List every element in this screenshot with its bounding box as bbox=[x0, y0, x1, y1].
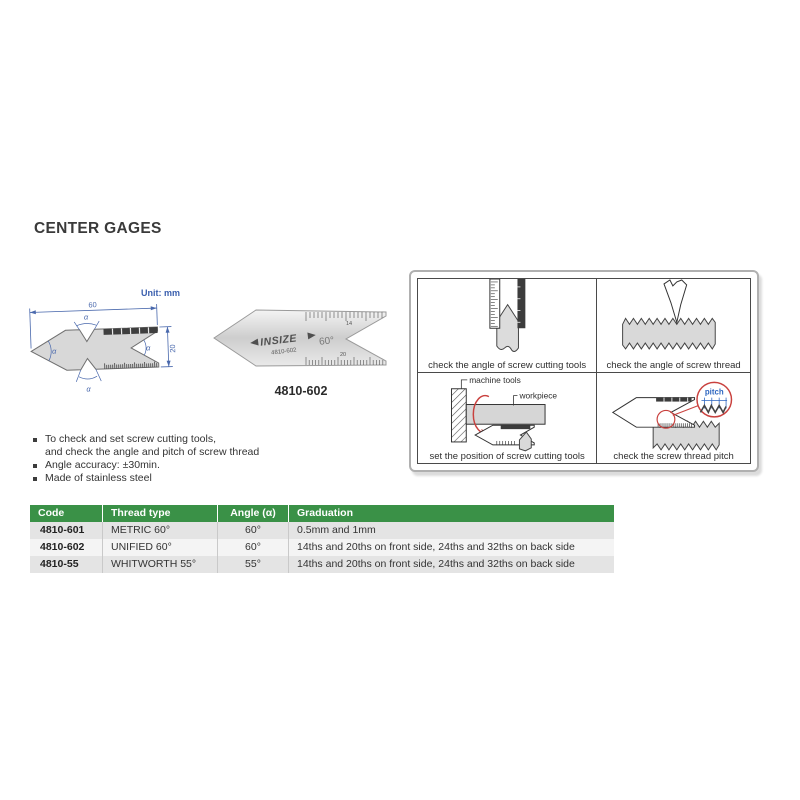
usage-cell-cutting-tool-angle: check the angle of screw cutting tools bbox=[418, 279, 598, 373]
machine-tools-label: machine tools bbox=[469, 375, 521, 385]
header-angle: Angle (α) bbox=[218, 505, 289, 522]
feature-item: To check and set screw cutting tools, bbox=[33, 433, 259, 446]
threaded-rod bbox=[622, 317, 716, 350]
blade-ticks bbox=[490, 281, 498, 327]
graduation-comb bbox=[104, 361, 158, 369]
magnifier-leader bbox=[672, 405, 699, 416]
usage-grid: check the angle of screw cutting tools c… bbox=[417, 278, 751, 464]
alpha-right: α bbox=[146, 343, 151, 352]
header-code: Code bbox=[30, 505, 103, 522]
feature-text: To check and set screw cutting tools, bbox=[45, 433, 216, 445]
dim-width-value: 60 bbox=[88, 300, 97, 309]
gage-strip bbox=[656, 397, 692, 402]
gage-body-outline bbox=[30, 326, 160, 371]
engraved-angle: 60° bbox=[319, 335, 335, 348]
usage-caption-2: check the angle of screw thread bbox=[606, 360, 741, 371]
unit-label: Unit: mm bbox=[141, 288, 180, 298]
cell-thread-type: WHITWORTH 55° bbox=[103, 556, 218, 573]
bullet-icon bbox=[33, 438, 37, 442]
cell-angle: 60° bbox=[218, 522, 289, 539]
photo-bottom-scale bbox=[305, 357, 384, 365]
cutting-tool-small bbox=[518, 431, 532, 452]
page-title: CENTER GAGES bbox=[34, 220, 162, 237]
cell-angle: 55° bbox=[218, 556, 289, 573]
feature-list: To check and set screw cutting tools, an… bbox=[33, 433, 259, 485]
usage-cell-thread-angle: check the angle of screw thread bbox=[597, 279, 750, 373]
feature-item: Angle accuracy: ±30min. bbox=[33, 459, 259, 472]
brand-text: INSIZE bbox=[260, 332, 299, 348]
workpiece-label: workpiece bbox=[518, 391, 557, 401]
gage-blade-left bbox=[489, 279, 501, 329]
technical-drawing: 60 20 α α α α bbox=[29, 300, 177, 394]
cell-code: 4810-602 bbox=[30, 539, 103, 556]
cell-graduation: 14ths and 20ths on front side, 24ths and… bbox=[297, 541, 575, 553]
alpha-top: α bbox=[84, 312, 89, 321]
machine-tool-block bbox=[450, 388, 467, 443]
dim-height-value: 20 bbox=[168, 344, 177, 353]
graduation-strip bbox=[103, 327, 158, 335]
blade-right-ticks bbox=[517, 286, 521, 323]
feature-text-continued: and check the angle and pitch of screw t… bbox=[45, 446, 260, 458]
feature-text: Angle accuracy: ±30min. bbox=[45, 459, 160, 471]
machine-tools-leader bbox=[460, 379, 468, 389]
feature-item: Made of stainless steel bbox=[33, 472, 259, 485]
cell-graduation: 0.5mm and 1mm bbox=[297, 524, 376, 536]
workpiece-leader bbox=[513, 395, 518, 406]
illustration-set-position: machine tools workpiece bbox=[450, 375, 557, 452]
scale-number-top: 14 bbox=[346, 321, 352, 327]
alpha-left: α bbox=[52, 347, 57, 356]
workpiece-bar bbox=[465, 404, 546, 425]
usage-cell-set-position: machine tools workpiece bbox=[418, 373, 598, 463]
cell-thread-type: UNIFIED 60° bbox=[103, 539, 218, 556]
usage-caption-4: check the screw thread pitch bbox=[613, 451, 734, 462]
table-row: 4810-602 UNIFIED 60° 60° 14ths and 20ths… bbox=[30, 539, 614, 556]
small-gage-strip bbox=[500, 425, 531, 430]
bullet-icon bbox=[33, 464, 37, 468]
gage-profile bbox=[612, 397, 696, 428]
spec-table: Code Thread type Angle (α) Graduation 48… bbox=[30, 505, 614, 573]
dimension-width bbox=[29, 304, 158, 349]
cell-angle: 60° bbox=[218, 539, 289, 556]
alpha-bottom: α bbox=[86, 384, 91, 393]
small-gage-comb bbox=[496, 440, 515, 445]
table-row: 4810-601 METRIC 60° 60° 0.5mm and 1mm bbox=[30, 522, 614, 539]
product-image: INSIZE 4810-602 60° 14 20 bbox=[213, 309, 387, 367]
cell-graduation: 14ths and 20ths on front side, 24ths and… bbox=[297, 558, 575, 570]
detail-circle-small bbox=[656, 409, 676, 429]
cell-code: 4810-601 bbox=[30, 522, 103, 539]
bullet-icon bbox=[33, 477, 37, 481]
usage-caption-1: check the angle of screw cutting tools bbox=[428, 360, 587, 371]
dimension-height bbox=[159, 326, 173, 368]
feature-text: Made of stainless steel bbox=[45, 472, 152, 484]
brand-logo: INSIZE bbox=[250, 332, 316, 349]
product-model-caption: 4810-602 bbox=[274, 384, 328, 398]
cell-code: 4810-55 bbox=[30, 556, 103, 573]
usage-cell-thread-pitch: pitch check the screw thread pitch bbox=[597, 373, 750, 463]
pitch-diagram bbox=[700, 397, 728, 415]
scale-number-bottom: 20 bbox=[340, 352, 346, 358]
gage-strip-gaps bbox=[663, 397, 689, 402]
gage-blade-right bbox=[517, 279, 526, 329]
spec-table-header: Code Thread type Angle (α) Graduation bbox=[30, 505, 614, 522]
illustration-thread-pitch: pitch bbox=[612, 381, 733, 451]
cell-thread-type: METRIC 60° bbox=[103, 522, 218, 539]
usage-caption-3: set the position of screw cutting tools bbox=[429, 451, 585, 462]
header-graduation: Graduation bbox=[297, 507, 354, 519]
gage-photo-body bbox=[213, 309, 387, 367]
engraved-model: 4810-602 bbox=[271, 347, 298, 356]
usage-panel: check the angle of screw cutting tools c… bbox=[409, 270, 759, 472]
tool-bit bbox=[496, 303, 519, 352]
photo-top-scale bbox=[305, 312, 383, 321]
illustration-thread-angle bbox=[622, 279, 716, 350]
pitch-label: pitch bbox=[705, 388, 724, 397]
table-row: 4810-55 WHITWORTH 55° 55° 14ths and 20th… bbox=[30, 556, 614, 573]
gage-tip bbox=[663, 279, 688, 325]
illustration-cutting-tool-angle bbox=[489, 279, 526, 352]
angle-marks bbox=[47, 320, 147, 383]
header-thread-type: Thread type bbox=[103, 505, 218, 522]
